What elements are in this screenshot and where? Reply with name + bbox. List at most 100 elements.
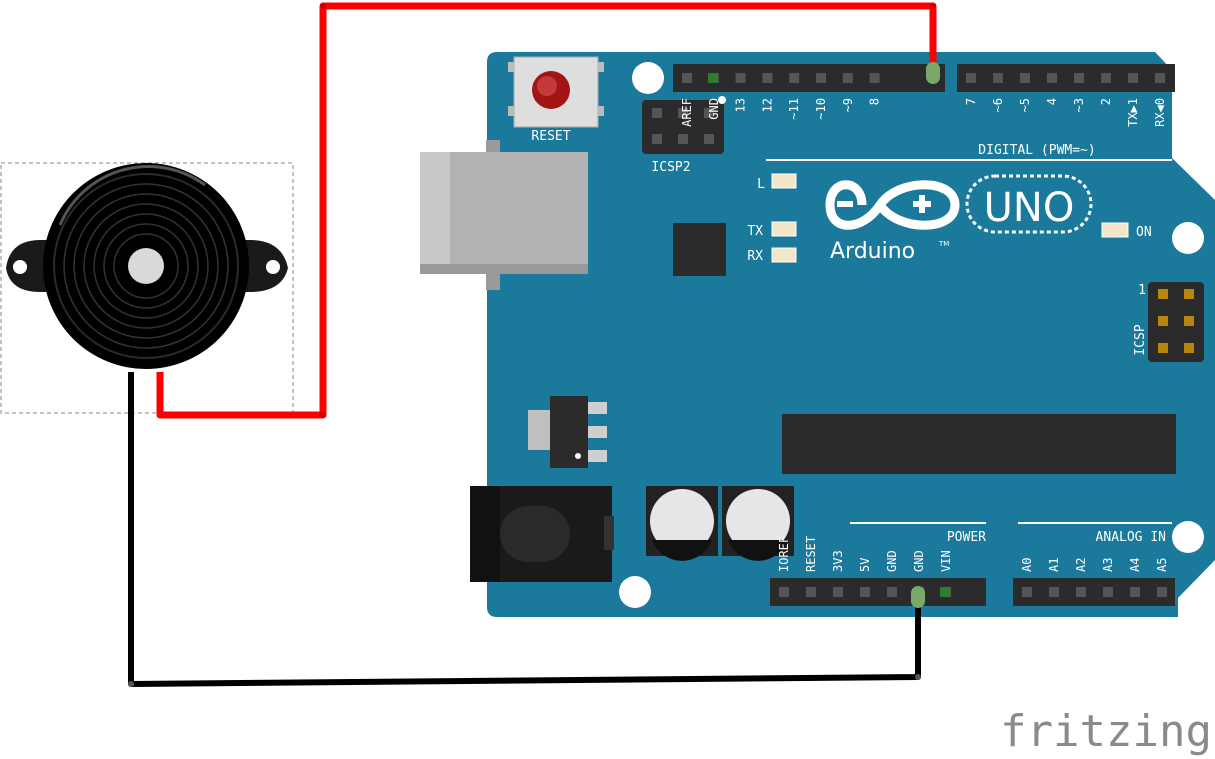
header-pin[interactable]: [735, 73, 746, 83]
reset-button[interactable]: [508, 56, 604, 128]
uno-label: UNO: [984, 185, 1075, 231]
digital-section-label: DIGITAL (PWM=~): [978, 143, 1095, 158]
pin-label: VIN: [939, 550, 953, 572]
mounting-hole: [619, 576, 651, 608]
pin-label: 5V: [858, 558, 872, 572]
header-pin[interactable]: [1076, 587, 1086, 597]
fritzing-watermark: fritzing: [1000, 706, 1212, 757]
usb-chip: [673, 223, 726, 276]
digital-header-right: [957, 64, 1175, 92]
pin-label: 2: [1099, 98, 1113, 105]
analog-header: [1013, 578, 1175, 606]
led-rx-label: RX: [747, 249, 763, 264]
pin-label: A4: [1128, 558, 1142, 572]
voltage-regulator: [528, 396, 607, 468]
mounting-hole: [1172, 222, 1204, 254]
header-pin[interactable]: [682, 73, 692, 83]
header-pin-highlight: [708, 73, 718, 83]
arduino-brand: Arduino: [830, 239, 915, 264]
board-pcb: [487, 52, 1215, 617]
pin-label: GND: [707, 98, 721, 120]
pin-label: 13: [734, 98, 748, 112]
pin-label: IOREF: [777, 536, 791, 572]
header-pin[interactable]: [789, 73, 800, 83]
header-pin[interactable]: [1020, 73, 1030, 83]
icsp-pin1-label: 1: [1138, 283, 1146, 298]
led-on: [1101, 222, 1129, 238]
pin-label: A1: [1047, 558, 1061, 572]
arduino-infinity-logo: [825, 180, 960, 230]
pin-label: ~10: [814, 98, 828, 120]
pin-label: 7: [964, 98, 978, 105]
header-pin[interactable]: [1047, 73, 1057, 83]
buzzer-mount-hole-right: [266, 260, 280, 274]
uno-outline: [965, 174, 1093, 234]
header-pin[interactable]: [869, 73, 880, 83]
pin-label: 8: [868, 98, 882, 105]
header-pin[interactable]: [779, 587, 789, 597]
mounting-hole: [632, 62, 664, 94]
buzzer-center: [128, 248, 164, 284]
pin-label: 12: [760, 98, 774, 112]
led-on-label: ON: [1136, 225, 1152, 240]
buzzer-mount-hole-left: [13, 260, 27, 274]
buzzer-selection-box: [0, 162, 294, 414]
pin-label: A3: [1101, 558, 1115, 572]
header-pin[interactable]: [1101, 73, 1111, 83]
header-pin[interactable]: [993, 73, 1003, 83]
header-pin[interactable]: [1074, 73, 1084, 83]
black-wire[interactable]: [128, 372, 925, 687]
pin-label: 4: [1045, 98, 1059, 105]
icsp2-label: ICSP2: [651, 160, 690, 175]
mounting-hole: [1172, 521, 1204, 553]
header-pin[interactable]: [842, 73, 853, 83]
pin-label: ~9: [841, 98, 855, 112]
header-pin[interactable]: [966, 73, 976, 83]
pin-label: ~6: [991, 98, 1005, 112]
trademark: TM: [938, 240, 949, 248]
header-pin[interactable]: [806, 587, 816, 597]
dc-power-jack: [470, 486, 614, 582]
capacitor: [722, 486, 794, 561]
microcontroller-chip: [782, 414, 1176, 474]
header-pin[interactable]: [1022, 587, 1032, 597]
red-wire-pin-end: [926, 62, 940, 84]
header-pin-highlight: [940, 587, 950, 597]
pin-label: AREF: [680, 98, 694, 127]
header-pin[interactable]: [1049, 587, 1059, 597]
capacitor: [646, 486, 718, 561]
pin-label: TX▶1: [1126, 98, 1140, 127]
icsp-header: [1148, 282, 1204, 362]
pin-label: A2: [1074, 558, 1088, 572]
power-header: [770, 578, 986, 606]
icsp2-header: [642, 96, 726, 154]
header-pin[interactable]: [816, 73, 826, 83]
power-section-label: POWER: [947, 530, 986, 545]
pin-label: RESET: [804, 536, 818, 572]
header-pin[interactable]: [887, 587, 897, 597]
header-pin[interactable]: [1130, 587, 1140, 597]
piezo-buzzer[interactable]: [6, 163, 288, 369]
pin-label: RX◀0: [1153, 98, 1167, 127]
header-pin[interactable]: [1128, 73, 1138, 83]
led-tx: [771, 221, 797, 237]
header-pin[interactable]: [762, 73, 773, 83]
black-wire-pin-end: [911, 586, 925, 608]
header-pin[interactable]: [860, 587, 870, 597]
header-pin[interactable]: [1103, 587, 1113, 597]
led-l-label: L: [757, 177, 765, 192]
icsp-label: ICSP: [1133, 324, 1148, 355]
red-wire[interactable]: [156, 2, 940, 419]
usb-b-connector: [420, 140, 588, 290]
header-pin[interactable]: [1157, 587, 1167, 597]
pin-label: ~3: [1072, 98, 1086, 112]
analog-section-label: ANALOG IN: [1096, 530, 1166, 545]
pin-label: ~11: [787, 98, 801, 120]
pin-label: GND: [885, 550, 899, 572]
header-pin[interactable]: [833, 587, 843, 597]
pin-label: A0: [1020, 558, 1034, 572]
pin-label: GND: [912, 550, 926, 572]
header-pin[interactable]: [1155, 73, 1165, 83]
